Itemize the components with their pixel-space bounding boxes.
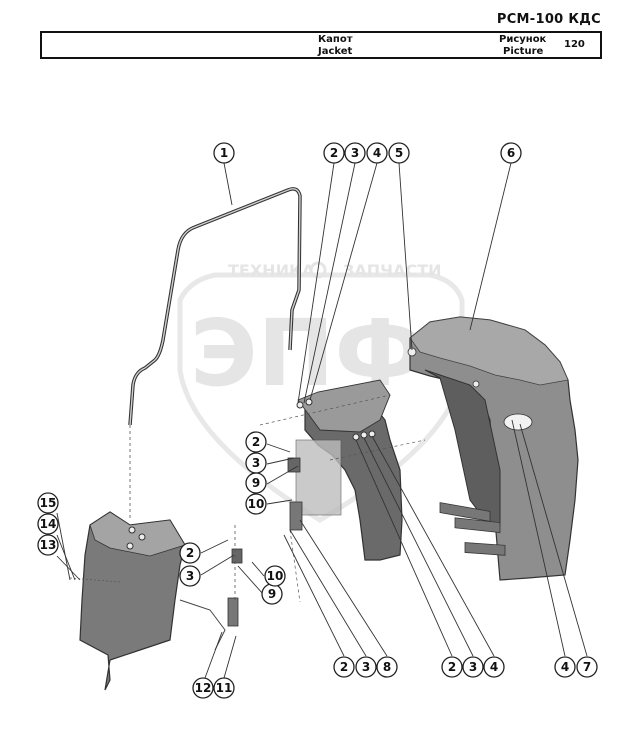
part-rod [128, 187, 302, 520]
callout-4: 4 [483, 656, 505, 678]
svg-text:9: 9 [268, 587, 276, 601]
svg-text:3: 3 [469, 660, 477, 674]
svg-text:6: 6 [507, 146, 515, 160]
svg-text:3: 3 [252, 456, 260, 470]
svg-text:10: 10 [267, 569, 284, 583]
part-cover-left [79, 511, 186, 691]
callout-13: 13 [37, 534, 59, 556]
callout-3: 3 [462, 656, 484, 678]
title-ru: Капот [318, 34, 353, 45]
leader-lines [56, 162, 588, 679]
callout-7: 7 [576, 656, 598, 678]
part-brackets [69, 394, 426, 651]
watermark-gear-icon [309, 261, 327, 279]
callout-12: 12 [192, 677, 214, 699]
title-en: Jacket [318, 46, 353, 57]
svg-text:3: 3 [186, 569, 194, 583]
callout-3: 3 [179, 565, 201, 587]
callout-3: 3 [344, 142, 366, 164]
svg-text:4: 4 [561, 660, 569, 674]
callout-2: 2 [179, 542, 201, 564]
callout-2: 2 [323, 142, 345, 164]
svg-text:1: 1 [220, 146, 228, 160]
model-name: РСМ-100 КДС [496, 12, 601, 27]
callout-15: 15 [37, 492, 59, 514]
part-fender-large [407, 316, 579, 581]
svg-text:2: 2 [340, 660, 348, 674]
title-box: Капот Jacket Рисунок Picture 120 [40, 31, 602, 59]
svg-text:2: 2 [330, 146, 338, 160]
svg-text:10: 10 [248, 497, 265, 511]
svg-text:2: 2 [252, 435, 260, 449]
callout-6: 6 [500, 142, 522, 164]
callout-8: 8 [376, 656, 398, 678]
callout-2: 2 [441, 656, 463, 678]
watermark-text-left: ТЕХНИКА [228, 261, 315, 280]
svg-text:2: 2 [448, 660, 456, 674]
svg-text:9: 9 [252, 476, 260, 490]
callout-4: 4 [554, 656, 576, 678]
callout-10: 10 [264, 565, 286, 587]
picture-label-ru: Рисунок [499, 34, 547, 45]
watermark-text-right: ЗАПЧАСТИ [343, 261, 442, 280]
watermark-big-text: ЭПФ [190, 300, 426, 407]
callout-5: 5 [388, 142, 410, 164]
svg-text:11: 11 [216, 681, 233, 695]
svg-text:7: 7 [583, 660, 591, 674]
callout-3: 3 [355, 656, 377, 678]
picture-number: 120 [564, 39, 585, 50]
callout-2: 2 [245, 431, 267, 453]
callout-9: 9 [261, 583, 283, 605]
callout-2: 2 [333, 656, 355, 678]
part-fender-middle [295, 379, 403, 561]
svg-text:5: 5 [395, 146, 403, 160]
svg-text:14: 14 [40, 517, 57, 531]
svg-text:15: 15 [40, 496, 57, 510]
callout-9: 9 [245, 472, 267, 494]
callout-11: 11 [213, 677, 235, 699]
svg-text:4: 4 [490, 660, 498, 674]
svg-text:2: 2 [186, 546, 194, 560]
svg-text:8: 8 [383, 660, 391, 674]
svg-text:12: 12 [195, 681, 212, 695]
svg-text:3: 3 [351, 146, 359, 160]
callout-3: 3 [245, 452, 267, 474]
svg-text:3: 3 [362, 660, 370, 674]
callout-4: 4 [366, 142, 388, 164]
svg-text:4: 4 [373, 146, 381, 160]
callout-10: 10 [245, 493, 267, 515]
svg-text:13: 13 [40, 538, 57, 552]
callout-1: 1 [213, 142, 235, 164]
callout-14: 14 [37, 513, 59, 535]
picture-label-en: Picture [503, 46, 544, 57]
